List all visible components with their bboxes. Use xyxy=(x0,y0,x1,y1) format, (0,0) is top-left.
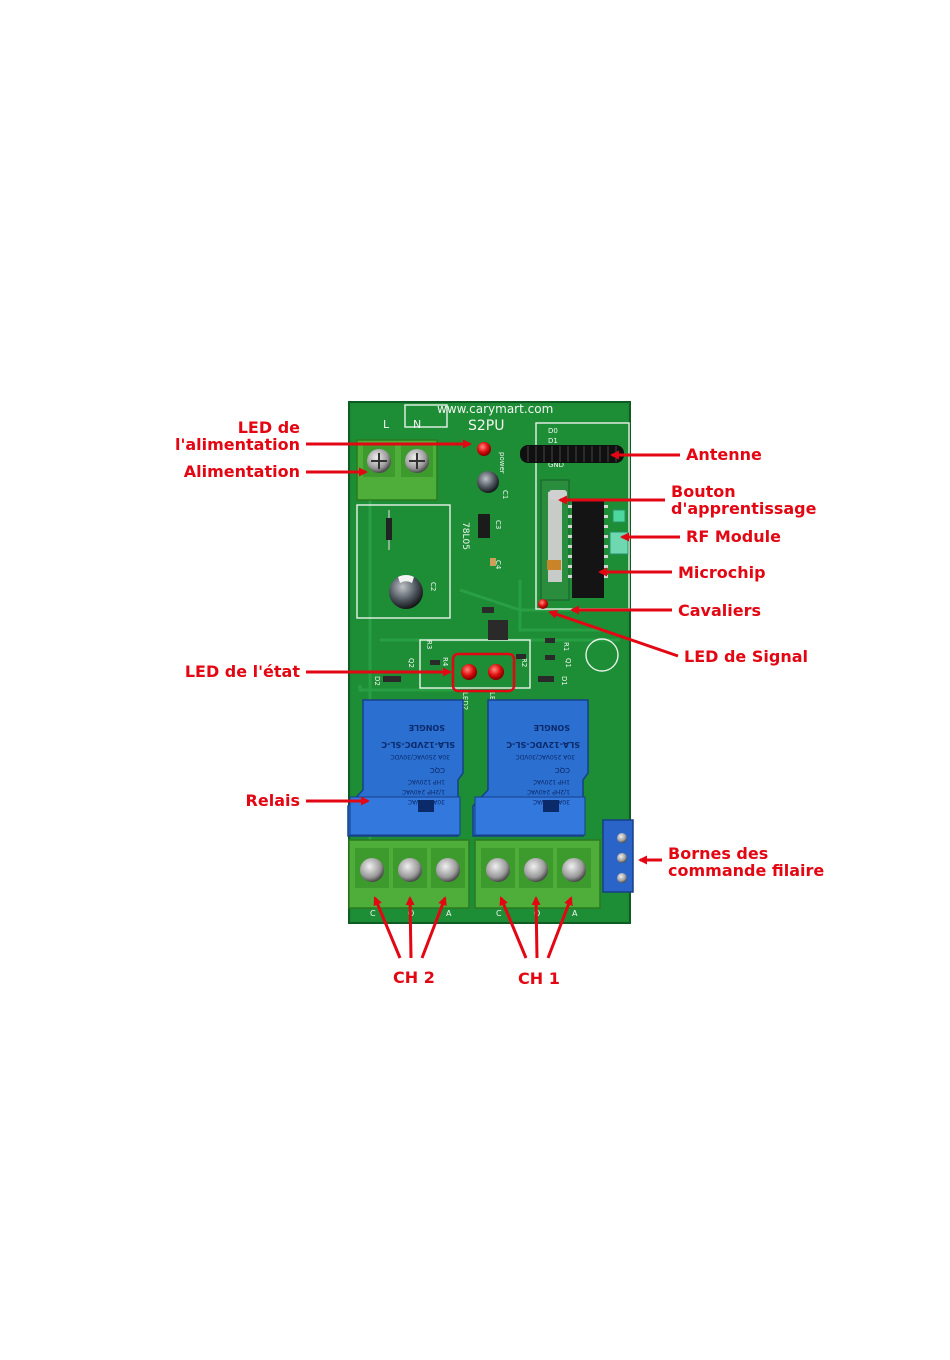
output-terminal-ch1 xyxy=(474,839,601,909)
arrow-ch1-c xyxy=(546,896,573,959)
callout-rf-module: RF Module xyxy=(686,527,781,546)
arrow-ch1-a xyxy=(499,896,528,959)
pin-label-a1: A xyxy=(572,909,578,918)
callout-ch2: CH 2 xyxy=(393,968,435,987)
label-c2: C2 xyxy=(429,582,437,591)
label-r3: R3 xyxy=(425,640,433,649)
callout-power-supply: Alimentation xyxy=(183,462,300,481)
callout-jumpers: Cavaliers xyxy=(678,601,761,620)
label-r1: R1 xyxy=(562,642,570,651)
relay-right-rating2: 1HP 120VAC xyxy=(533,778,570,785)
relay-left-rating3: 1/2HP 240VAC xyxy=(402,788,445,795)
status-led-highlight-box xyxy=(451,652,516,693)
relay-right-logo xyxy=(543,800,559,812)
arrow-ch2-c xyxy=(420,896,447,959)
status-led-2 xyxy=(461,664,477,680)
callout-led-power-line2: l'alimentation xyxy=(174,435,300,454)
relay-left-logo xyxy=(418,800,434,812)
silkscreen-outlines xyxy=(356,404,630,689)
callout-learn-button-line1: Bouton xyxy=(671,482,736,501)
jumper-header xyxy=(609,531,629,555)
callout-led-power: LED de l'alimentation xyxy=(160,419,300,453)
relay-right-mark: CQC xyxy=(555,766,570,774)
relay-right: 30A 240VAC 1/2HP 240VAC 1HP 120VAC CQC 3… xyxy=(472,699,589,837)
label-c1: C1 xyxy=(501,490,509,499)
callout-learn-button: Bouton d'apprentissage xyxy=(671,483,816,517)
output-terminal-ch2 xyxy=(348,839,470,909)
label-q2: Q2 xyxy=(407,658,415,668)
pin-label-a2: A xyxy=(446,909,452,918)
label-c3: C3 xyxy=(494,520,502,529)
smd-parts xyxy=(383,607,555,682)
power-terminal-block xyxy=(356,439,438,501)
diode-vertical xyxy=(386,518,392,540)
microchip xyxy=(572,500,604,598)
relay-left-model: SLA-12VDC-SL-C xyxy=(381,740,455,749)
relay-right-rating3: 1/2HP 240VAC xyxy=(527,788,570,795)
module-pin-gnd: GND xyxy=(548,461,564,469)
label-led2: LED2 xyxy=(461,692,469,710)
module-pin-d1: D1 xyxy=(548,437,558,445)
label-r4: R4 xyxy=(441,657,449,667)
callout-wired-control-line1: Bornes des xyxy=(668,844,769,863)
arrow-ch2-b xyxy=(405,896,415,959)
capacitor-c4 xyxy=(490,558,496,566)
arrow-signal-led xyxy=(548,610,679,658)
arrow-ch1-b xyxy=(531,896,541,959)
callout-learn-button-line2: d'apprentissage xyxy=(671,499,817,518)
relay-right-rating1: 30A 250VAC/30VDC xyxy=(515,753,575,760)
relay-left-rating2: 1HP 120VAC xyxy=(408,778,445,785)
relay-left-rating1: 30A 250VAC/30VDC xyxy=(390,753,450,760)
terminal-label-l: L xyxy=(383,418,390,431)
learn-button xyxy=(612,509,626,523)
callout-status-led: LED de l'état xyxy=(184,662,300,681)
pin-label-c2: C xyxy=(370,909,376,918)
callout-antenna: Antenne xyxy=(686,445,762,464)
label-c4: C4 xyxy=(494,560,502,570)
label-78l05: 78L05 xyxy=(460,522,470,550)
wired-control-terminal xyxy=(602,819,634,893)
capacitor-c2-stripe xyxy=(398,574,414,583)
label-r2: R2 xyxy=(520,658,528,667)
relay-right-brand: SONGLE xyxy=(534,723,570,732)
relay-left-brand: SONGLE xyxy=(409,723,445,732)
arrow-ch2-a xyxy=(373,896,402,959)
power-led xyxy=(477,442,491,456)
pin-label-c1: C xyxy=(496,909,502,918)
label-q1: Q1 xyxy=(564,658,572,668)
label-power: power xyxy=(498,452,506,474)
callout-wired-control: Bornes des commande filaire xyxy=(668,845,824,879)
board-model: S2PU xyxy=(468,418,504,434)
callout-wired-control-line2: commande filaire xyxy=(668,861,825,880)
antenna-coil xyxy=(520,445,624,463)
capacitor-c2 xyxy=(389,575,423,609)
label-d2: D2 xyxy=(373,676,381,686)
board-url: www.carymart.com xyxy=(437,402,553,416)
terminal-label-n: N xyxy=(413,418,421,431)
relay-left: 30A 240VAC 1/2HP 240VAC 1HP 120VAC CQC 3… xyxy=(347,699,464,837)
callout-signal-led: LED de Signal xyxy=(684,647,808,666)
callout-arrows xyxy=(306,439,680,959)
callout-microchip: Microchip xyxy=(678,563,766,582)
microchip-pins xyxy=(568,505,608,578)
status-led-1 xyxy=(488,664,504,680)
regulator-78l05 xyxy=(478,514,490,538)
capacitor-c1 xyxy=(477,471,499,493)
relay-right-model: SLA-12VDC-SL-C xyxy=(506,740,580,749)
label-d1: D1 xyxy=(560,676,568,686)
relay-left-mark: CQC xyxy=(430,766,445,774)
callout-led-power-line1: LED de xyxy=(237,418,300,437)
signal-led xyxy=(538,599,548,609)
callout-relay: Relais xyxy=(245,791,300,810)
callout-ch1: CH 1 xyxy=(518,969,560,988)
module-pin-d0: D0 xyxy=(548,427,558,435)
